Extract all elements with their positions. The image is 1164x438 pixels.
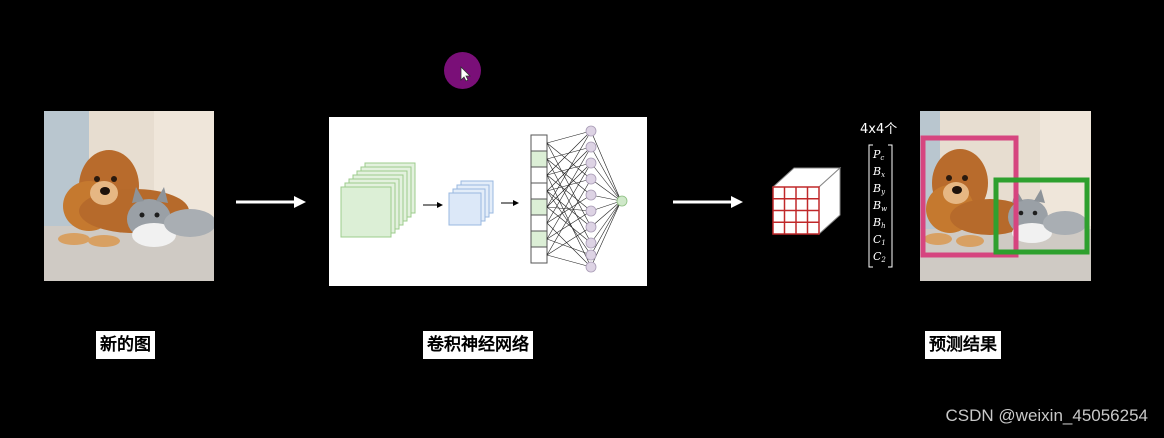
input-image <box>44 111 214 281</box>
vector-item-c2: C2 <box>873 250 886 264</box>
cat-bounding-box <box>993 177 1090 255</box>
hidden-neurons <box>585 125 597 273</box>
feature-map-stack-large <box>340 162 416 238</box>
flatten-column <box>530 134 548 264</box>
arrow-right-icon <box>673 196 743 208</box>
output-vector: Pc Bx By Bw Bh C1 C2 <box>868 144 893 268</box>
cursor-arrow-icon <box>460 66 471 82</box>
cnn-diagram <box>329 117 647 286</box>
vector-item-bh: Bh <box>872 216 886 230</box>
output-neuron <box>616 195 628 207</box>
output-grid-cube <box>771 166 842 236</box>
grid-lines <box>773 187 819 234</box>
arrow-right-icon <box>236 196 306 208</box>
input-image-label: 新的图 <box>96 331 155 359</box>
feature-map-stack-small <box>448 180 494 226</box>
result-image <box>920 111 1091 281</box>
dense-connections <box>546 130 622 268</box>
vector-item-bw: Bw <box>872 199 887 213</box>
cursor-highlight <box>444 52 481 89</box>
vector-item-bx: Bx <box>872 165 885 179</box>
vector-item-by: By <box>872 182 886 196</box>
vector-item-pc: Pc <box>872 148 884 162</box>
dog-bounding-box <box>920 135 1019 258</box>
vector-item-c1: C1 <box>873 233 886 247</box>
grid-count-label: 4x4个 <box>860 122 898 137</box>
network-label: 卷积神经网络 <box>423 331 533 359</box>
result-label: 预测结果 <box>925 331 1001 359</box>
watermark: CSDN @weixin_45056254 <box>945 406 1148 425</box>
